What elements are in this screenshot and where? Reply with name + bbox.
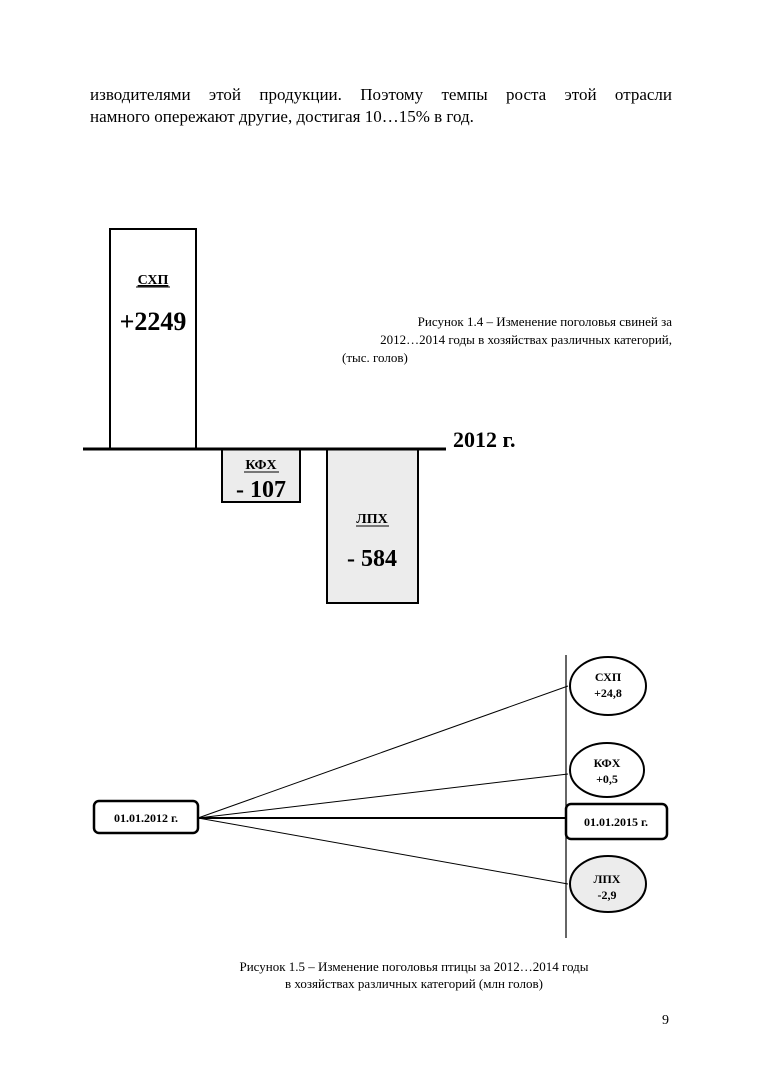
figure-1-5: 01.01.2012 г. 01.01.2015 г. СХП +24,8 КФ…: [92, 655, 669, 991]
end-date-label: 01.01.2015 г.: [584, 815, 648, 829]
bar-shp: [109, 228, 197, 450]
start-date-label: 01.01.2012 г.: [114, 811, 178, 825]
node-name: СХП: [595, 670, 622, 684]
bar-name: ЛПХ: [356, 512, 387, 527]
connector-line: [197, 773, 569, 819]
node-name: КФХ: [594, 756, 621, 770]
bar-value-label: - 584: [347, 546, 397, 572]
baseline-label: 2012 г.: [453, 427, 516, 452]
node-value: +24,8: [594, 686, 622, 700]
end-date-box: [564, 802, 669, 841]
body-paragraph: изводителями этой продукции. Поэтому тем…: [90, 84, 672, 128]
bar-value-label: - 107: [236, 477, 286, 503]
node-kfh: [569, 742, 645, 798]
node-lph: [569, 855, 647, 913]
caption-line: в хозяйствах различных категорий (млн го…: [285, 976, 543, 991]
bar-value-label: +2249: [120, 307, 187, 336]
node-shp: [569, 656, 647, 716]
bar-kfh: [221, 448, 301, 503]
figure-1-4: СХП +2249 КФХ - 107 ЛПХ - 584 2012 г. Ри…: [83, 228, 673, 604]
connector-line: [197, 685, 569, 819]
paragraph-line: изводителями этой продукции. Поэтому тем…: [90, 85, 672, 104]
node-value: -2,9: [598, 888, 617, 902]
caption-line: Рисунок 1.5 – Изменение поголовья птицы …: [239, 959, 588, 974]
page-number: 9: [662, 1013, 669, 1028]
caption-line: 2012…2014 годы в хозяйствах различных ка…: [380, 332, 672, 347]
caption-line: Рисунок 1.4 – Изменение поголовья свиней…: [418, 314, 673, 329]
bar-name: КФХ: [245, 458, 276, 473]
node-value: +0,5: [596, 772, 618, 786]
caption-line: (тыс. голов): [342, 350, 408, 365]
start-date-box: [92, 799, 200, 835]
connector-line: [197, 817, 569, 885]
bar-name: СХП: [138, 273, 169, 288]
node-name: ЛПХ: [594, 872, 621, 886]
paragraph-line: намного опережают другие, достигая 10…15…: [90, 107, 474, 126]
